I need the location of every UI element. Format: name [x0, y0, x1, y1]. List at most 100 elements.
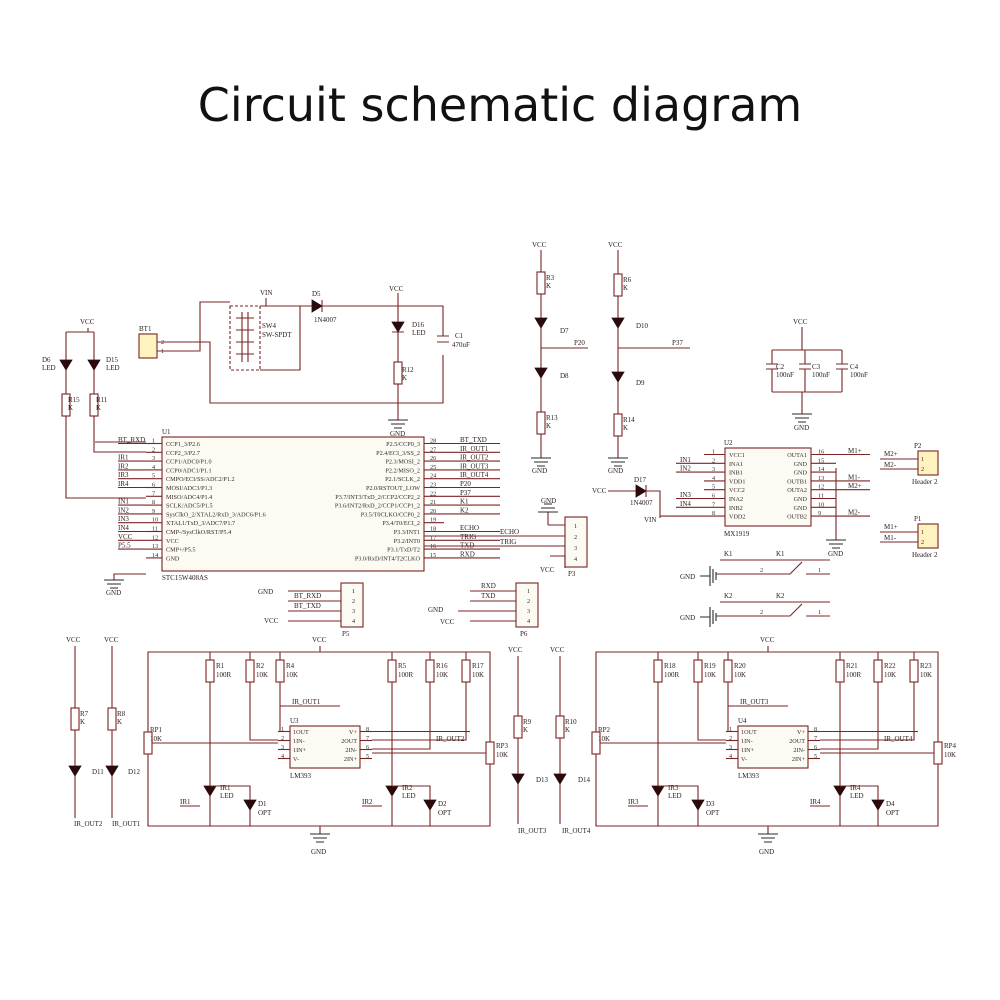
driver-net-label: IN3 — [680, 491, 691, 499]
svg-text:10K: 10K — [436, 671, 448, 679]
svg-text:IR_OUT3: IR_OUT3 — [740, 698, 769, 706]
svg-text:10K: 10K — [884, 671, 896, 679]
svg-text:D6: D6 — [42, 356, 51, 364]
driver-pin-label: GND — [794, 496, 808, 503]
svg-text:R1: R1 — [216, 662, 225, 670]
svg-text:C2: C2 — [776, 363, 785, 371]
svg-text:8: 8 — [814, 726, 817, 733]
diode-d5 — [311, 299, 323, 313]
key-switches: K1 K1 2 1 GND K2 K2 2 1 GND — [680, 550, 830, 627]
svg-text:2: 2 — [352, 598, 355, 605]
svg-text:BT_TXD: BT_TXD — [294, 602, 321, 610]
svg-text:5: 5 — [712, 484, 715, 491]
svg-text:R15: R15 — [68, 396, 80, 404]
svg-text:U4: U4 — [738, 717, 747, 725]
svg-text:1: 1 — [574, 523, 577, 530]
ultrasonic-header-p3: P3 1 2 3 4 GND ECHO TRIG VCC — [424, 497, 588, 578]
mcu-net-label: P20 — [460, 480, 471, 488]
mcu-pin-label: P2.1/SCLK_2 — [385, 476, 420, 483]
svg-text:LED: LED — [412, 329, 426, 337]
u1-label: U1 — [162, 428, 171, 436]
svg-text:7: 7 — [152, 490, 155, 497]
u1-part: STC15W408AS — [162, 574, 208, 582]
driver-net-label: IN1 — [680, 456, 691, 464]
svg-text:VIN: VIN — [260, 289, 272, 297]
svg-text:2: 2 — [574, 534, 577, 541]
svg-text:K: K — [96, 404, 101, 412]
svg-text:3: 3 — [152, 455, 155, 462]
svg-text:10K: 10K — [734, 671, 746, 679]
mcu-pin-label: P2.4/ECI_3/SS_2 — [376, 450, 420, 457]
svg-text:6: 6 — [366, 744, 369, 751]
mcu-pin-label: SCLK/ADC5/P1.5 — [166, 503, 213, 510]
mcu-net-label: IN1 — [118, 498, 129, 506]
svg-text:10K: 10K — [944, 751, 956, 759]
svg-text:D15: D15 — [106, 356, 119, 364]
svg-text:K: K — [80, 718, 85, 726]
mcu-net-label: VCC — [118, 533, 133, 541]
svg-text:P1: P1 — [914, 515, 922, 523]
svg-text:IR_OUT4: IR_OUT4 — [884, 735, 913, 743]
page-title: Circuit schematic diagram — [197, 78, 803, 132]
svg-text:VCC: VCC — [532, 241, 547, 249]
driver-pin-label: VDD1 — [729, 478, 746, 485]
comparator-pin-label: 2IN- — [345, 747, 357, 754]
svg-text:10K: 10K — [704, 671, 716, 679]
sw4-label: SW4 — [262, 322, 277, 330]
svg-text:D16: D16 — [412, 321, 425, 329]
driver-pin-label: OUTA1 — [787, 452, 807, 459]
mcu-net-label: P5.5 — [118, 542, 131, 550]
svg-text:K: K — [117, 718, 122, 726]
svg-text:IR1: IR1 — [220, 784, 231, 792]
svg-text:M2-: M2- — [884, 461, 897, 469]
svg-text:K: K — [546, 422, 551, 430]
svg-text:10: 10 — [818, 501, 824, 508]
svg-text:2: 2 — [760, 609, 763, 616]
svg-text:GND: GND — [680, 573, 695, 581]
svg-text:7: 7 — [814, 735, 817, 742]
svg-text:8: 8 — [152, 499, 155, 506]
svg-text:11: 11 — [818, 493, 824, 500]
mcu-net-label: IR4 — [118, 480, 129, 488]
svg-text:R8: R8 — [117, 710, 126, 718]
svg-text:5: 5 — [814, 753, 817, 760]
svg-text:U3: U3 — [290, 717, 299, 725]
driver-pin-label: VDD2 — [729, 514, 746, 521]
mcu-net-label: IR2 — [118, 462, 129, 470]
svg-text:2: 2 — [281, 735, 284, 742]
svg-text:IR2: IR2 — [362, 798, 373, 806]
svg-text:GND: GND — [390, 430, 405, 438]
svg-text:12: 12 — [152, 534, 158, 541]
svg-text:100R: 100R — [398, 671, 414, 679]
svg-text:R22: R22 — [884, 662, 896, 670]
svg-text:5: 5 — [366, 753, 369, 760]
mcu-pin-label: XTAL1/TxD_3/ADC7/P1.7 — [166, 520, 235, 527]
svg-text:GND: GND — [106, 589, 121, 597]
driver-net-label: M1- — [848, 473, 861, 481]
svg-text:1: 1 — [281, 726, 284, 733]
svg-text:7: 7 — [712, 501, 715, 508]
svg-text:100R: 100R — [664, 671, 680, 679]
comparator-pin-label: 1OUT — [293, 729, 309, 736]
driver-pin-label: OUTB2 — [787, 514, 807, 521]
svg-text:IR_OUT1: IR_OUT1 — [112, 820, 141, 828]
comparator-pin-label: 1IN+ — [293, 747, 307, 754]
driver-pin-label: INA2 — [729, 496, 743, 503]
driver-pin-label: INB1 — [729, 470, 743, 477]
svg-text:R13: R13 — [546, 414, 558, 422]
svg-text:26: 26 — [430, 455, 436, 462]
ir-comparator-u4: VCCGNDR18100RR1910KR2010KR21100RR2210KR2… — [591, 636, 957, 856]
svg-text:P6: P6 — [520, 630, 528, 638]
svg-text:10K: 10K — [496, 751, 508, 759]
svg-text:C3: C3 — [812, 363, 821, 371]
bluetooth-header-p5: P5 1 2 3 4 GND BT_RXD BT_TXD VCC — [258, 582, 364, 638]
comparator-pin-label: 2IN+ — [792, 756, 806, 763]
svg-text:VCC: VCC — [760, 636, 775, 644]
svg-text:D9: D9 — [636, 379, 645, 387]
svg-text:VCC: VCC — [793, 318, 808, 326]
svg-text:16: 16 — [430, 543, 436, 550]
svg-text:GND: GND — [608, 467, 623, 475]
svg-text:27: 27 — [430, 446, 436, 453]
header-p2 — [917, 450, 939, 476]
